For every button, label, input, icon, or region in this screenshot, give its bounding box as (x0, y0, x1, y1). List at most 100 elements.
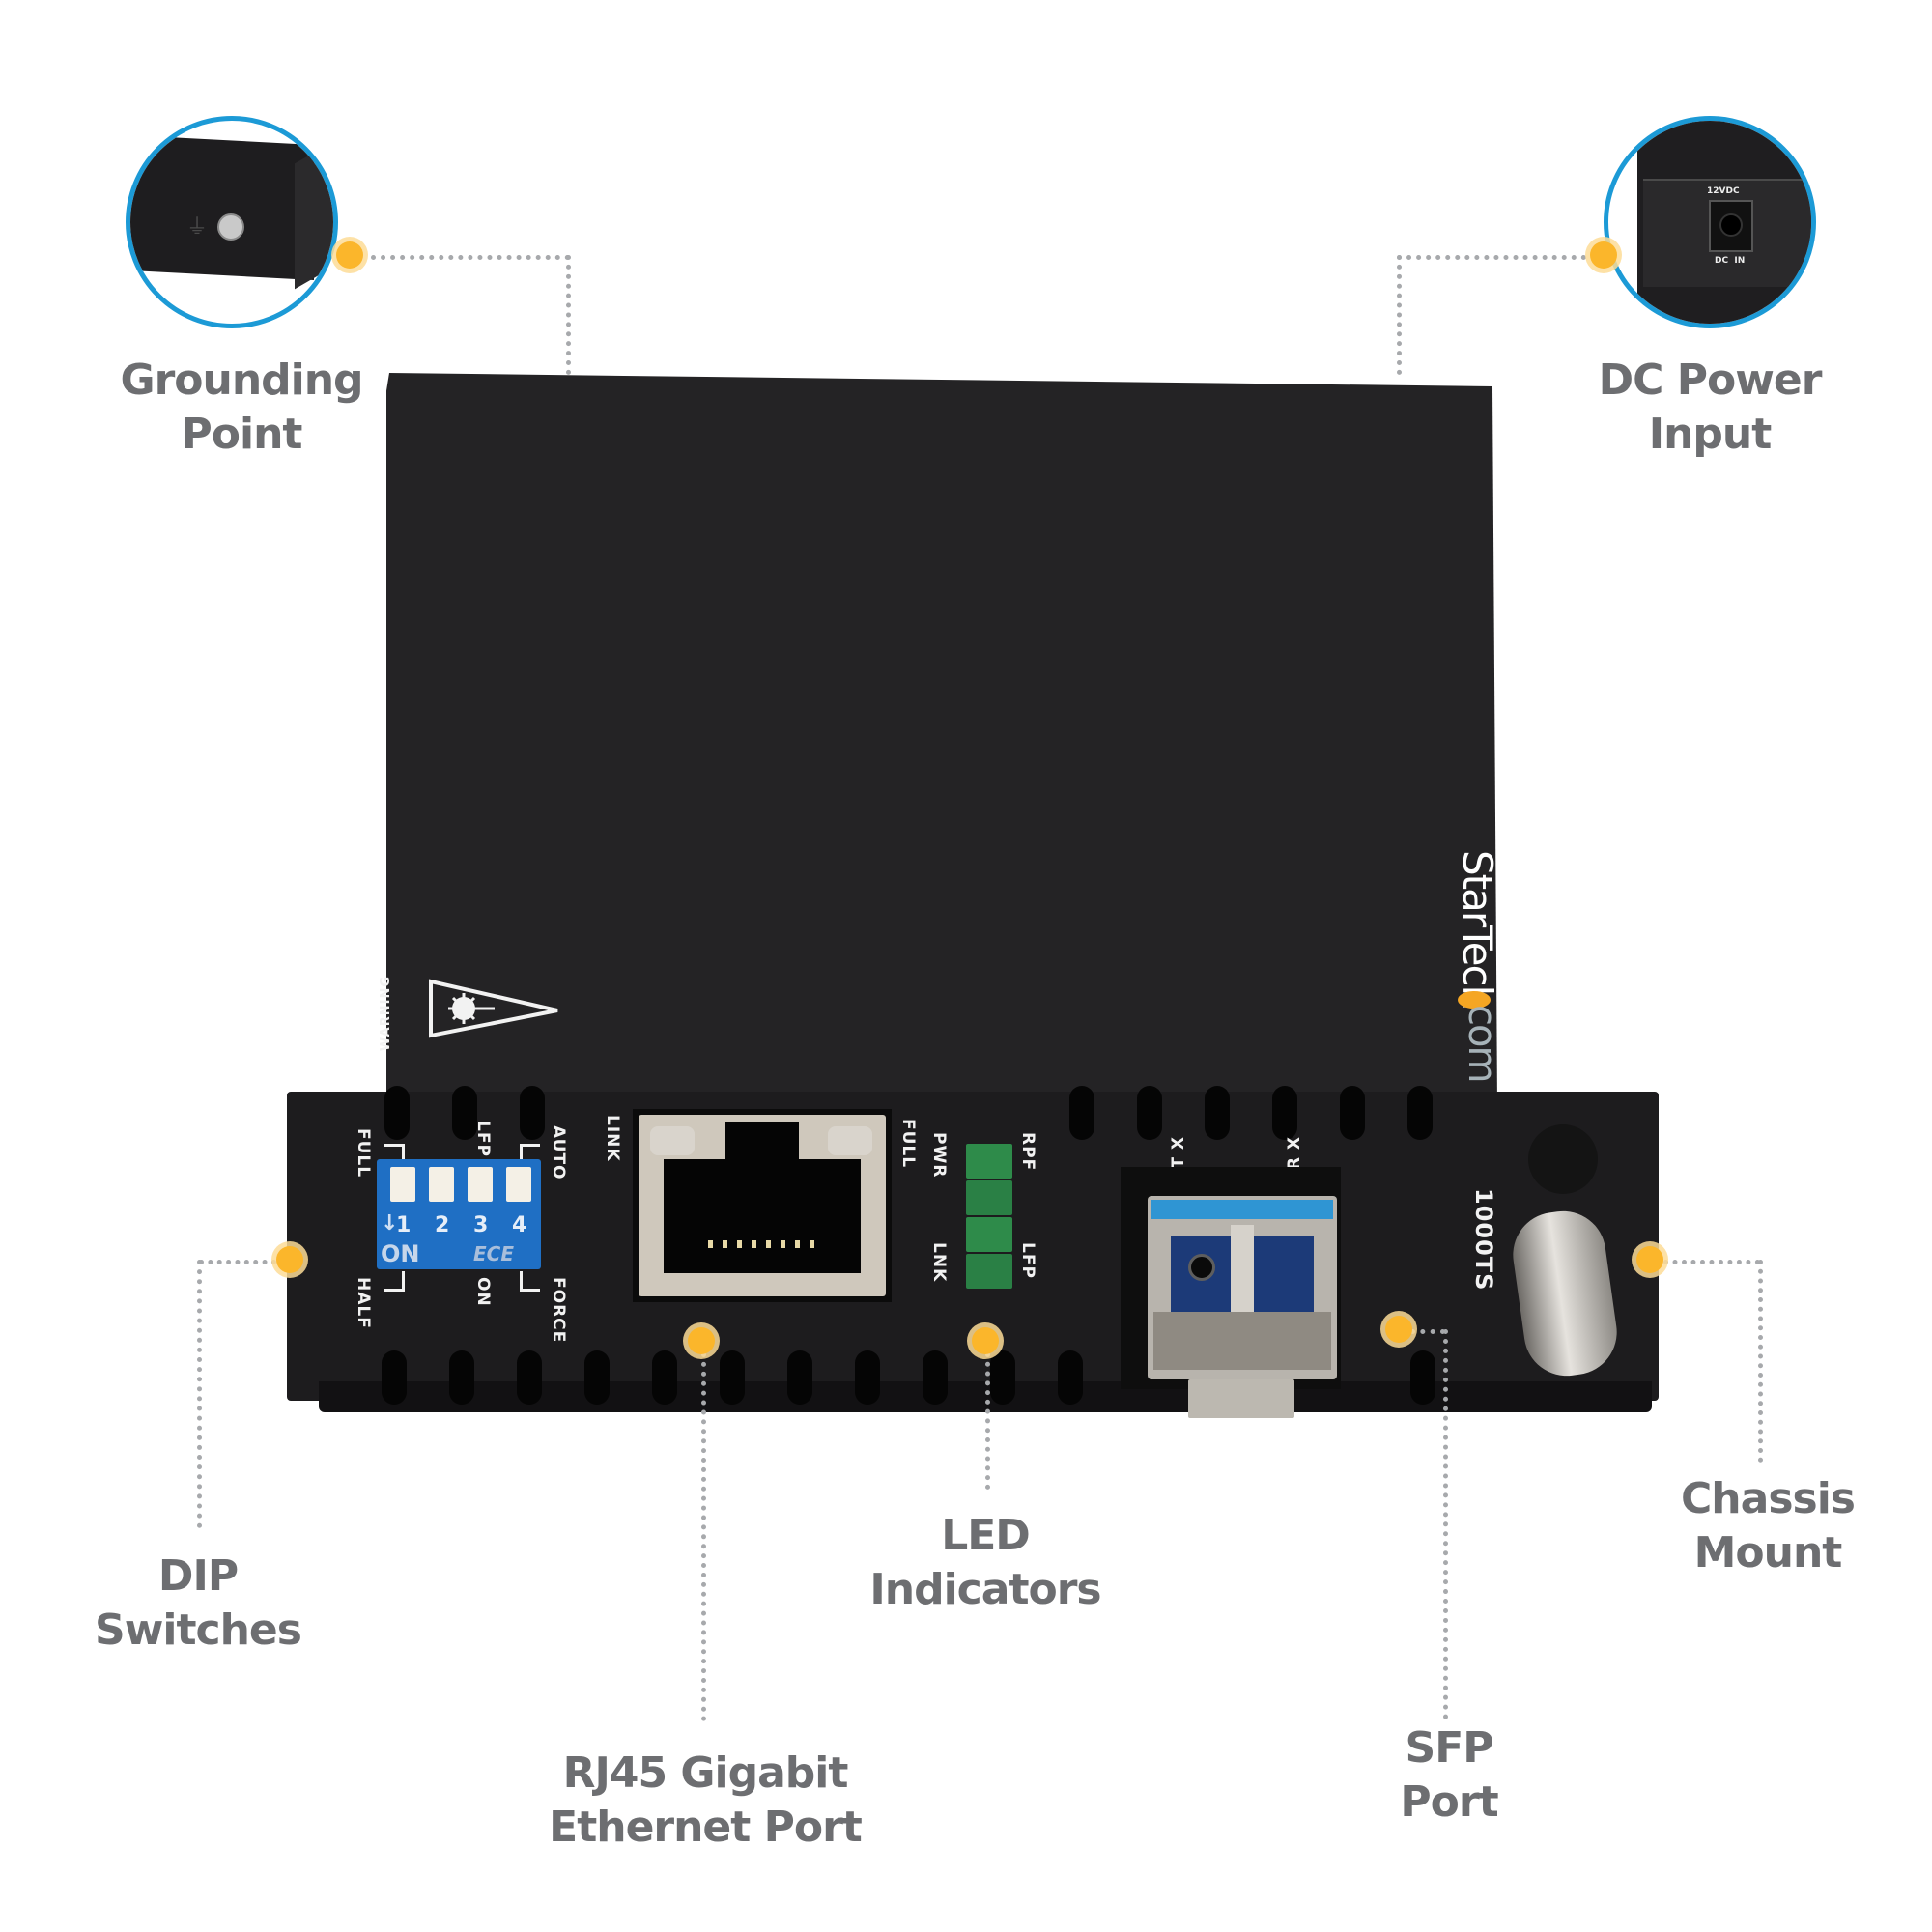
sfp-line2: Port (1400, 1777, 1498, 1827)
sfp-label-rx: R X (1285, 1136, 1304, 1171)
rj45-label-full: FULL (898, 1119, 918, 1169)
dip-number-1: 1 (396, 1213, 412, 1237)
dip-label-half: HALF (354, 1277, 373, 1329)
dip-switch-4[interactable] (506, 1167, 531, 1202)
dip-label-on: ON (473, 1277, 493, 1307)
led-callout-marker[interactable] (972, 1327, 999, 1354)
led-line2: Indicators (869, 1565, 1101, 1614)
rj45-pins (708, 1240, 814, 1248)
dc-power-inset: 12VDC DC IN (1604, 116, 1816, 328)
dc-power-line1: DC Power (1598, 355, 1823, 405)
vent (584, 1350, 610, 1405)
sfp-port-label: SFP Port (1333, 1721, 1565, 1830)
dip-label-auto: AUTO (549, 1125, 568, 1180)
dip-leader-h (199, 1260, 276, 1264)
led-indicator-4 (966, 1254, 1012, 1289)
dip-number-3: 3 (473, 1213, 489, 1237)
rj45-led-right (828, 1126, 872, 1155)
rj45-leader-v (701, 1352, 706, 1721)
dip-switches-label: DIP Switches (58, 1549, 338, 1658)
rj45-label-link: LINK (603, 1115, 622, 1162)
rj45-led-left (650, 1126, 695, 1155)
dc-leader-v (1397, 255, 1402, 375)
dip-label-lfp: LFP (473, 1121, 493, 1157)
dc-jack-hole (1719, 213, 1743, 237)
rj45-line1: RJ45 Gigabit (562, 1748, 849, 1798)
warning-text: WARNING (379, 976, 393, 1052)
grounding-leader-v (566, 255, 571, 375)
grounding-callout-marker[interactable] (336, 242, 363, 269)
chassis-callout-marker[interactable] (1636, 1246, 1663, 1273)
led-label-lnk: LNK (929, 1242, 949, 1283)
grounding-inset-chassis (130, 135, 314, 280)
vent (1410, 1350, 1435, 1405)
dip-number-4: 4 (512, 1213, 527, 1237)
led-label-pwr: PWR (929, 1132, 949, 1179)
sfp-port[interactable] (1148, 1196, 1337, 1379)
chassis-mount-label: Chassis Mount (1633, 1472, 1903, 1580)
vent (452, 1086, 477, 1140)
sfp-leader-v (1443, 1329, 1448, 1719)
chassis-leader-v (1758, 1260, 1763, 1463)
logo-suffix-text: com (1460, 1005, 1504, 1082)
vent (787, 1350, 812, 1405)
led-indicators-label: LED Indicators (840, 1509, 1130, 1617)
dc-power-input-label: DC Power Input (1565, 354, 1855, 462)
grounding-screw-icon (217, 213, 244, 241)
sfp-rx-socket (1252, 1236, 1314, 1312)
dip-line2: Switches (95, 1605, 302, 1655)
grounding-inset-side (295, 135, 333, 290)
dip-number-2: 2 (435, 1213, 450, 1237)
dip-leader-v (197, 1260, 202, 1528)
vent (382, 1350, 407, 1405)
rj45-port-label: RJ45 Gigabit Ethernet Port (522, 1747, 889, 1855)
sfp-bottom-plate (1153, 1312, 1331, 1370)
vent (517, 1350, 542, 1405)
sfp-line1: SFP (1405, 1723, 1494, 1773)
grounding-line1: Grounding (120, 355, 363, 405)
vent (1058, 1350, 1083, 1405)
dc-jack-label: DC IN (1715, 256, 1746, 266)
vent (384, 1086, 410, 1140)
rj45-port[interactable] (633, 1109, 892, 1302)
dip-switch-2[interactable] (429, 1167, 454, 1202)
sfp-callout-marker[interactable] (1385, 1316, 1412, 1343)
led-label-lfp: LFP (1018, 1242, 1037, 1279)
startech-logo: StarTech com (1454, 850, 1521, 1082)
vent (520, 1086, 545, 1140)
dc-power-callout-marker[interactable] (1590, 242, 1617, 269)
led-indicator-3 (966, 1217, 1012, 1252)
vent (1272, 1086, 1297, 1140)
chassis-leader-h (1663, 1260, 1760, 1264)
dip-bracket (520, 1144, 540, 1164)
vent (990, 1350, 1015, 1405)
dip-brand-mark: ECE (473, 1242, 515, 1265)
dip-switch-1[interactable] (390, 1167, 415, 1202)
vent (449, 1350, 474, 1405)
sfp-blue-latch (1151, 1200, 1333, 1219)
dip-switch-3[interactable] (468, 1167, 493, 1202)
vent (923, 1350, 948, 1405)
led-label-rpf: RPF (1018, 1132, 1037, 1172)
ground-symbol-icon: ⏚ (186, 215, 209, 240)
chassis-line1: Chassis (1681, 1474, 1856, 1523)
rj45-socket-top (725, 1122, 799, 1161)
led-line1: LED (941, 1511, 1031, 1560)
rj45-socket (664, 1159, 861, 1273)
dip-label-full: FULL (354, 1128, 373, 1179)
vent (1069, 1086, 1094, 1140)
model-label: 1000TS (1470, 1188, 1497, 1292)
rj45-callout-marker[interactable] (688, 1327, 715, 1354)
sfp-pull-tab[interactable] (1188, 1379, 1294, 1418)
led-indicator-1 (966, 1144, 1012, 1179)
logo-dot (1458, 991, 1491, 1009)
grounding-line2: Point (181, 410, 303, 459)
dc-power-jack-icon (1709, 200, 1753, 252)
dip-callout-marker[interactable] (276, 1246, 303, 1273)
vent (652, 1350, 677, 1405)
rj45-line2: Ethernet Port (549, 1803, 863, 1852)
dc-leader-h (1397, 255, 1586, 260)
vent (855, 1350, 880, 1405)
dip-bracket (520, 1271, 540, 1292)
dip-line1: DIP (157, 1551, 239, 1601)
